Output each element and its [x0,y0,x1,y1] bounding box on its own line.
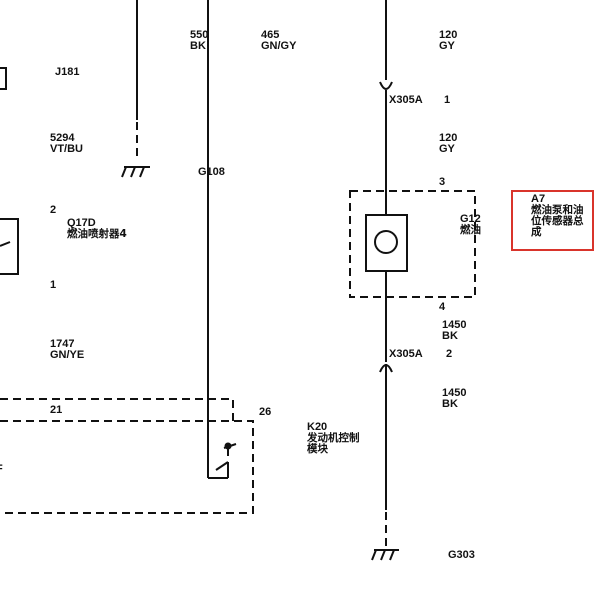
j181-connector-box [0,67,7,90]
wire-120-top-color: GY [439,40,455,52]
ecm-ref: K20 [307,421,328,433]
connector-x305a-top-pin: 1 [444,94,451,106]
wire-550-number: 550 [190,29,209,41]
wire-1747-number: 1747 [50,338,75,350]
assembly-name: 燃油泵和油位传感器总成 [531,204,584,238]
wire-5294-number: 5294 [50,132,75,144]
injector-pin-top: 2 [50,204,57,216]
ground-g108-label: G108 [198,166,225,178]
wire-120-top-number: 120 [439,29,458,41]
wire-465-number: 465 [261,29,280,41]
wire-120-mid-color: GY [439,143,455,155]
injector-ref: Q17D [67,217,96,229]
wire-1450-b-number: 1450 [442,387,467,399]
wire-1450-a-number: 1450 [442,319,467,331]
pump-pin-bottom: 4 [439,301,446,313]
connector-x305a-bottom: X305A [389,348,423,360]
connector-x305a-bottom-pin: 2 [446,348,453,360]
injector-q17d-box [0,218,19,275]
wire-465-color: GN/GY [261,40,297,52]
wire-1450-a-color: BK [442,330,458,342]
wire-120-mid-number: 120 [439,132,458,144]
assembly-ref: A7 [531,193,546,205]
assembly-a7-label: A7 燃油泵和油位传感器总成 [531,194,593,238]
ground-g303-label: G303 [448,549,475,561]
ecm-pin-26: 26 [259,406,272,418]
pump-ref: G12 [460,213,481,225]
injector-name: 燃油喷射器4 [67,228,127,240]
wire-1450-b-color: BK [442,398,458,410]
pump-motor-symbol [374,230,398,254]
wire-1747-color: GN/YE [50,349,85,361]
pump-name-partial: 燃油 [460,224,481,236]
pump-g12-outline [349,190,476,298]
connector-x305a-top-symbol [379,81,393,90]
wire-550-color: BK [190,40,206,52]
injector-pin-bottom: 1 [50,279,57,291]
ecm-name: 发动机控制模块 [307,432,360,455]
ecm-k20-outline [0,398,254,514]
ecm-pin-21: 21 [50,404,63,416]
wire-5294-color: VT/BU [50,143,83,155]
connector-x305a-top: X305A [389,94,423,106]
ecm-left-edge-char: F [0,464,3,475]
pump-motor-box [365,214,408,272]
connector-j181: J181 [55,66,80,78]
pump-pin-top: 3 [439,176,446,188]
highlight-box [511,190,594,251]
